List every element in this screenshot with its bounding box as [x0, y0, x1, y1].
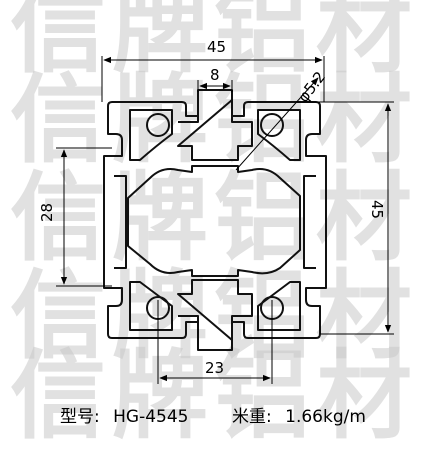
top-slot-channel [177, 99, 253, 161]
bottom-slot-channel [177, 279, 253, 341]
weight-caption: 米重: 1.66kg/m [232, 402, 366, 427]
central-cavity [127, 165, 301, 277]
dimension-lines [56, 56, 394, 384]
width-dimension-label: 45 [207, 38, 226, 56]
weight-value: 1.66kg/m [285, 407, 366, 427]
profile-drawing: 45 8 φ5.2 28 45 23 [38, 38, 394, 384]
corner-chamber-top-left [129, 109, 173, 161]
profile-outer-contour [103, 89, 327, 351]
hole-leader-line [235, 77, 319, 171]
corner-chamber-bottom-right [257, 281, 301, 331]
right-slot-channel [303, 175, 316, 269]
left-slot-channel [114, 175, 127, 269]
aluminum-profile-section [103, 89, 327, 351]
left-spacing-dimension-label: 28 [38, 203, 56, 222]
model-value: HG-4545 [113, 407, 189, 427]
corner-chamber-top-right [257, 109, 301, 161]
corner-hole-top-right [260, 113, 284, 137]
corner-hole-top-left [146, 113, 170, 137]
model-label: 型号: [60, 407, 100, 427]
height-dimension-label: 45 [368, 200, 386, 219]
model-caption: 型号: HG-4545 [60, 402, 189, 427]
bottom-spacing-dimension-label: 23 [205, 359, 224, 377]
slot-dimension-label: 8 [210, 66, 220, 84]
corner-chamber-bottom-left [129, 281, 173, 331]
weight-label: 米重: [232, 407, 272, 427]
